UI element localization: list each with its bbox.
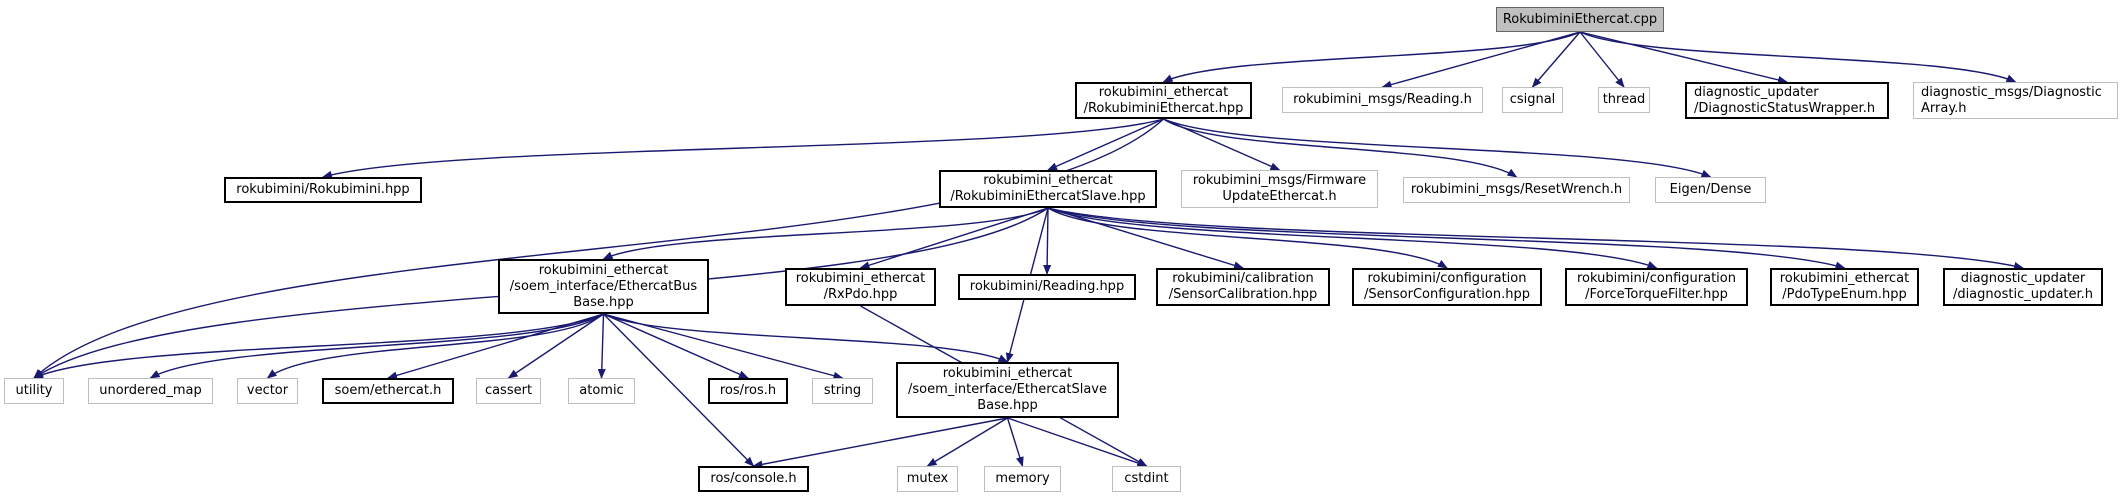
edge-slave_hpp-to-bus_base bbox=[602, 207, 1049, 260]
node-csignal: csignal bbox=[1502, 87, 1563, 113]
edge-slave_hpp-to-diag_updater bbox=[1047, 207, 2024, 270]
node-diagnostic-updater-h[interactable]: diagnostic_updater /diagnostic_updater.h bbox=[1943, 268, 2103, 306]
node-firmware-update-ethercat: rokubimini_msgs/Firmware UpdateEthercat.… bbox=[1181, 170, 1378, 208]
edge-rokubimini_ethercat_hpp-to-reset_wrench bbox=[1163, 118, 1518, 178]
node-msgs-reading: rokubimini_msgs/Reading.h bbox=[1282, 87, 1483, 113]
node-root-file: RokubiminiEthercat.cpp bbox=[1496, 7, 1664, 32]
node-unordered-map: unordered_map bbox=[88, 378, 213, 404]
edge-slave_base-to-ros_console bbox=[752, 417, 1008, 469]
edge-slave_hpp-to-sensor_configuration bbox=[1047, 207, 1448, 269]
node-cstdint: cstdint bbox=[1112, 466, 1181, 492]
node-vector: vector bbox=[237, 378, 298, 404]
node-eigen-dense: Eigen/Dense bbox=[1655, 177, 1766, 203]
edge-slave_base-to-memory bbox=[1006, 417, 1024, 467]
node-soem-ethercat-h[interactable]: soem/ethercat.h bbox=[322, 378, 454, 404]
edge-bus_base-to-ros_h bbox=[603, 313, 749, 379]
edge-slave_base-to-cstdint bbox=[1007, 417, 1148, 467]
edge-root-to-rokubimini_ethercat_hpp bbox=[1162, 31, 1581, 83]
edge-bus_base-to-atomic bbox=[597, 313, 606, 379]
node-rokubimini-hpp[interactable]: rokubimini/Rokubimini.hpp bbox=[224, 177, 422, 203]
edge-slave_base-to-mutex bbox=[926, 417, 1008, 467]
node-rokubimini-ethercat-hpp[interactable]: rokubimini_ethercat /RokubiminiEthercat.… bbox=[1075, 82, 1252, 119]
edge-rokubimini_ethercat_hpp-to-slave_hpp bbox=[1047, 118, 1164, 171]
node-pdo-type-enum-hpp[interactable]: rokubimini_ethercat /PdoTypeEnum.hpp bbox=[1770, 268, 1919, 306]
node-force-torque-filter-hpp[interactable]: rokubimini/configuration /ForceTorqueFil… bbox=[1565, 268, 1748, 306]
edge-slave_hpp-to-sensor_calibration bbox=[1047, 207, 1244, 270]
node-rokubimini-ethercat-slave-hpp[interactable]: rokubimini_ethercat /RokubiminiEthercatS… bbox=[939, 170, 1157, 208]
edge-rokubimini_ethercat_hpp-to-utility bbox=[33, 118, 1164, 379]
node-ethercat-bus-base-hpp[interactable]: rokubimini_ethercat /soem_interface/Ethe… bbox=[498, 259, 709, 314]
node-mutex: mutex bbox=[897, 466, 958, 492]
edge-root-to-thread bbox=[1579, 31, 1625, 88]
node-reading-hpp[interactable]: rokubimini/Reading.hpp bbox=[958, 274, 1136, 300]
edge-bus_base-to-cassert bbox=[507, 313, 604, 379]
node-thread: thread bbox=[1598, 87, 1650, 113]
edge-bus_base-to-slave_base bbox=[603, 313, 1009, 363]
node-ros-console-h[interactable]: ros/console.h bbox=[698, 466, 809, 492]
node-atomic: atomic bbox=[568, 378, 635, 404]
node-ros-ros-h[interactable]: ros/ros.h bbox=[708, 378, 788, 404]
node-memory: memory bbox=[984, 466, 1061, 492]
edge-bus_base-to-soem_ethercat bbox=[387, 313, 604, 380]
edge-bus_base-to-ros_console bbox=[603, 313, 755, 467]
node-string: string bbox=[812, 378, 873, 404]
edge-slave_hpp-to-rxpdo bbox=[859, 207, 1049, 270]
edge-bus_base-to-unordered_map bbox=[149, 313, 604, 379]
edge-root-to-diag_status_wrapper bbox=[1579, 31, 1788, 84]
node-cassert: cassert bbox=[476, 378, 541, 404]
edge-bus_base-to-vector bbox=[266, 313, 604, 379]
node-reset-wrench: rokubimini_msgs/ResetWrench.h bbox=[1403, 177, 1630, 203]
edge-root-to-csignal bbox=[1531, 31, 1581, 88]
node-utility: utility bbox=[4, 378, 64, 404]
node-ethercat-slave-base-hpp[interactable]: rokubimini_ethercat /soem_interface/Ethe… bbox=[896, 362, 1119, 418]
node-sensor-calibration-hpp[interactable]: rokubimini/calibration /SensorCalibratio… bbox=[1156, 268, 1330, 306]
edge-slave_hpp-to-pdo_type bbox=[1047, 207, 1846, 270]
node-rxpdo-hpp[interactable]: rokubimini_ethercat /RxPdo.hpp bbox=[785, 268, 936, 306]
edge-root-to-msgs_reading bbox=[1381, 31, 1581, 89]
node-diagnostic-status-wrapper[interactable]: diagnostic_updater /DiagnosticStatusWrap… bbox=[1685, 82, 1889, 119]
edge-slave_hpp-to-reading_hpp bbox=[1043, 207, 1052, 275]
edge-root-to-diag_array bbox=[1579, 31, 2017, 83]
node-diagnostic-array: diagnostic_msgs/Diagnostic Array.h bbox=[1913, 82, 2118, 119]
edge-rokubimini_ethercat_hpp-to-eigen_dense bbox=[1163, 118, 1712, 178]
edge-rokubimini_ethercat_hpp-to-rokubimini_hpp bbox=[322, 118, 1164, 179]
edge-bus_base-to-utility bbox=[33, 313, 604, 379]
edge-slave_hpp-to-ft_filter bbox=[1047, 207, 1658, 269]
node-sensor-configuration-hpp[interactable]: rokubimini/configuration /SensorConfigur… bbox=[1352, 268, 1542, 306]
